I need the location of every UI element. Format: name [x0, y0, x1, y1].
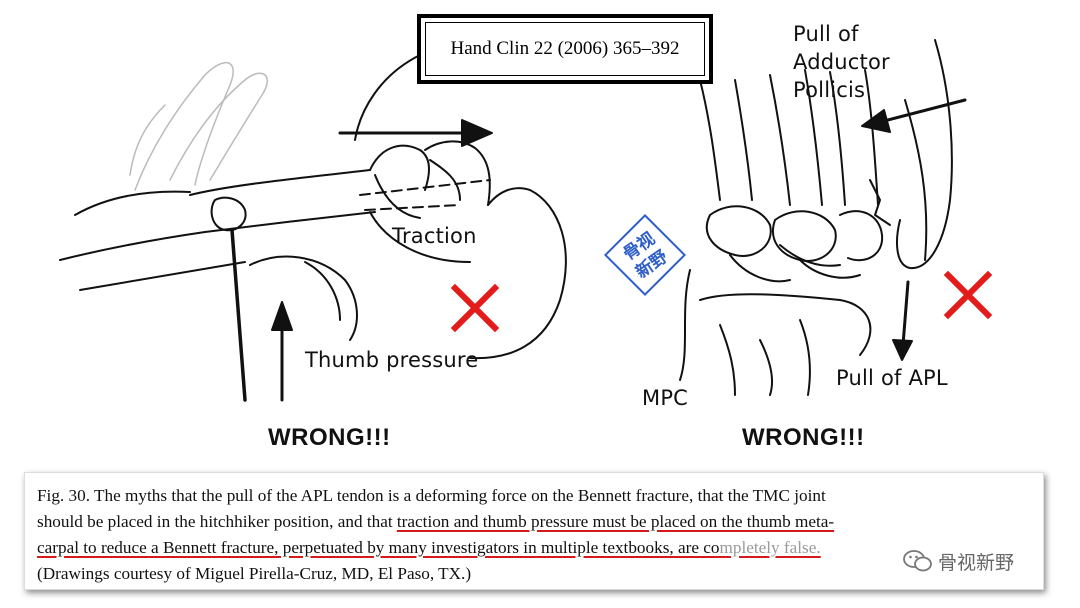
cross-mark-left — [450, 283, 500, 333]
citation-box: Hand Clin 22 (2006) 365–392 — [417, 14, 713, 84]
illustration-drawings — [59, 39, 993, 402]
label-pull-of-apl: Pull of APL — [836, 366, 948, 390]
watermark-diamond-icon: 骨视 新野 — [603, 213, 687, 297]
caption-line-2-plain: should be placed in the hitchhiker posit… — [37, 512, 397, 531]
figure-caption: Fig. 30. The myths that the pull of the … — [24, 472, 1044, 590]
right-wrist-drawing — [679, 39, 967, 396]
left-hand-drawing — [59, 54, 567, 402]
label-thumb-pressure: Thumb pressure — [305, 348, 479, 372]
label-pull-adductor-line1: Pull of — [793, 22, 859, 46]
watermark-text: 骨视新野 — [938, 552, 1015, 574]
caption-line-2-underlined: traction and thumb pressure must be plac… — [396, 512, 835, 531]
label-mpc: MPC — [642, 386, 689, 410]
caption-line-2: should be placed in the hitchhiker posit… — [37, 509, 1033, 535]
label-wrong-right: WRONG!!! — [742, 424, 865, 451]
caption-line-3-obscured: mpletely false. — [719, 538, 821, 557]
caption-line-1: Fig. 30. The myths that the pull of the … — [37, 486, 826, 505]
citation-text: Hand Clin 22 (2006) 365–392 — [425, 22, 705, 76]
caption-line-4: (Drawings courtesy of Miguel Pirella-Cru… — [37, 564, 472, 583]
caption-line-3-underlined: carpal to reduce a Bennett fracture, per… — [37, 538, 720, 557]
label-wrong-left: WRONG!!! — [268, 424, 391, 451]
watermark-badge: 骨视 新野 — [600, 210, 690, 300]
cross-mark-right — [943, 270, 993, 320]
label-pull-adductor-line3: Pollicis — [793, 78, 866, 102]
label-traction: Traction — [392, 224, 477, 248]
label-pull-of-adductor-pollicis: Pull of Adductor Pollicis — [793, 20, 890, 104]
caption-line-3: carpal to reduce a Bennett fracture, per… — [37, 535, 1033, 561]
wechat-icon — [903, 550, 932, 572]
label-pull-adductor-line2: Adductor — [793, 50, 890, 74]
